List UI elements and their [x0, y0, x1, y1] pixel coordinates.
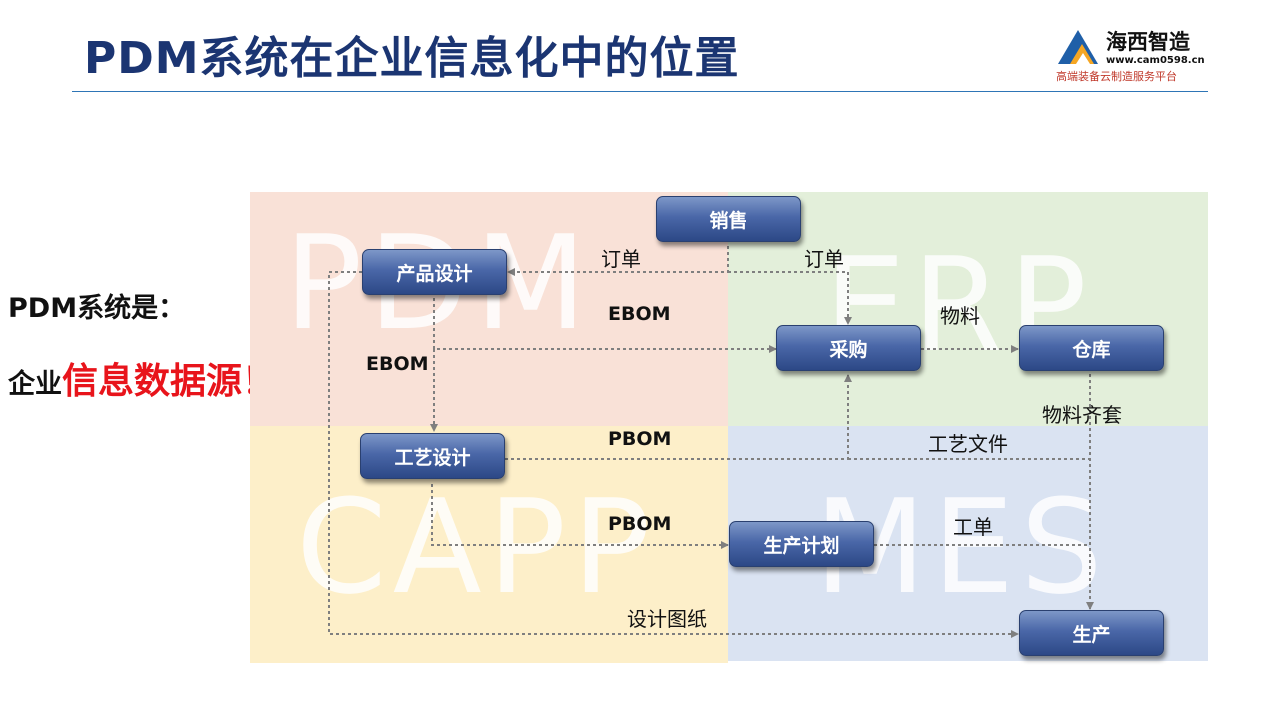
node-product-design: 产品设计 — [362, 249, 507, 295]
side-statement-line2: 企业信息数据源！ — [8, 352, 278, 404]
title-divider — [72, 91, 1208, 92]
label-work-order: 工单 — [953, 515, 993, 539]
node-sales: 销售 — [656, 196, 801, 242]
brand-logo: 海西智造 www.cam0598.cn 高端装备云制造服务平台 — [1056, 26, 1206, 86]
label-design-drawings: 设计图纸 — [627, 607, 707, 631]
logo-mark-icon — [1058, 30, 1098, 64]
label-ebom-left: EBOM — [366, 353, 429, 375]
label-material-kit: 物料齐套 — [1042, 403, 1122, 427]
label-order-right: 订单 — [804, 247, 844, 271]
arrow-process-to-plan — [431, 484, 729, 549]
side-statement-prefix: 企业 — [8, 369, 62, 400]
arrow-sales-to-purchase — [728, 271, 852, 325]
label-pbom-bottom: PBOM — [608, 513, 672, 535]
label-ebom-top: EBOM — [608, 303, 671, 325]
node-process-design: 工艺设计 — [360, 433, 505, 479]
side-statement-highlight: 信息数据源！ — [62, 361, 279, 402]
label-pbom-top: PBOM — [608, 428, 672, 450]
side-statement-line1: PDM系统是： — [8, 293, 186, 324]
label-process-docs: 工艺文件 — [928, 432, 1008, 456]
arrow-process-to-purchase — [505, 374, 852, 460]
node-production-plan: 生产计划 — [729, 521, 874, 567]
page-title: PDM系统在企业信息化中的位置 — [84, 33, 740, 84]
label-materials: 物料 — [940, 304, 980, 328]
node-production: 生产 — [1019, 610, 1164, 656]
logo-url: www.cam0598.cn — [1106, 55, 1205, 66]
capp-watermark: CAPP — [296, 471, 657, 623]
label-order-left: 订单 — [601, 247, 641, 271]
arrow-drawings — [328, 271, 1019, 638]
logo-slogan: 高端装备云制造服务平台 — [1056, 70, 1177, 83]
node-purchase: 采购 — [776, 325, 921, 371]
arrow-design-to-purchase — [433, 298, 777, 353]
logo-name: 海西智造 — [1106, 30, 1190, 54]
node-warehouse: 仓库 — [1019, 325, 1164, 371]
